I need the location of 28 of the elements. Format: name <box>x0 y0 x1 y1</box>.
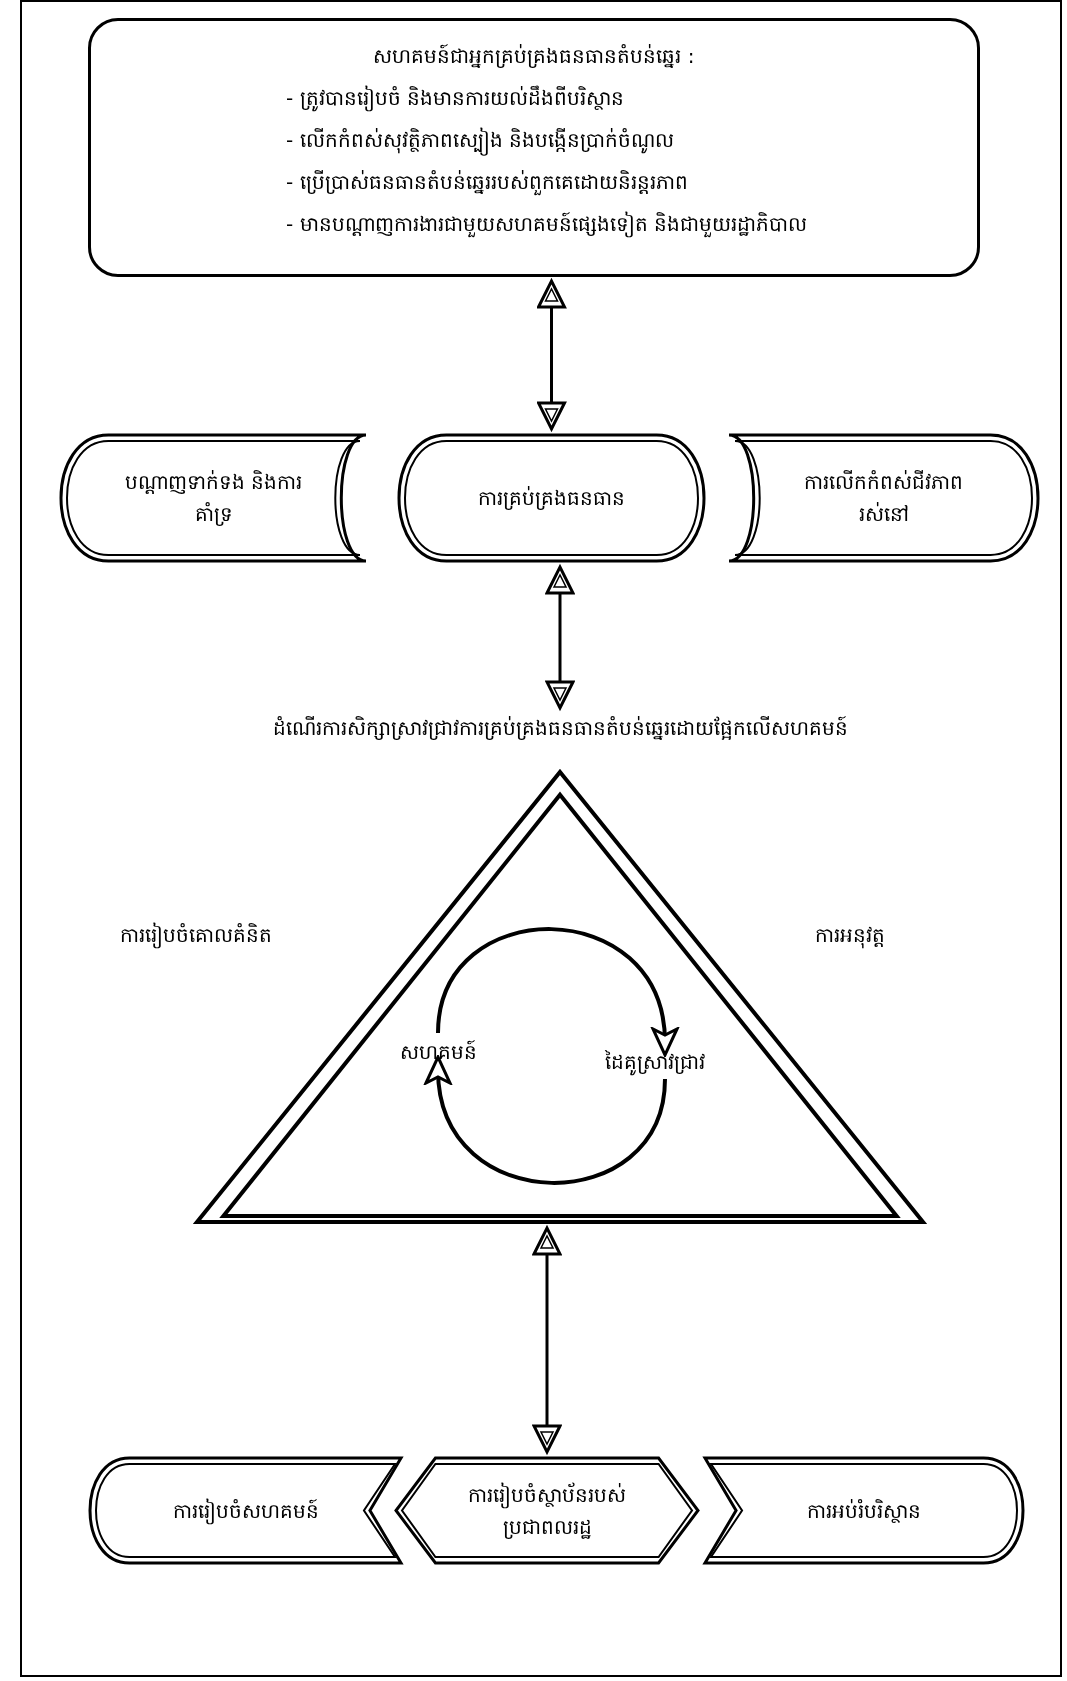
box-heading: សហគមន៍ជាអ្នកគ្រប់គ្រងធនធានតំបន់ឆ្នេរ : <box>373 43 695 70</box>
banner-shape <box>703 1456 1025 1565</box>
banner-shape <box>88 1456 403 1565</box>
banner-shape <box>394 1456 700 1565</box>
node-label: បណ្តាញទាក់ទង និងការគាំទ្រ <box>123 469 304 528</box>
node-label: សហគមន៍ <box>398 1039 478 1066</box>
side-label: ការរៀបចំគោលគំនិត <box>120 922 272 951</box>
bullet-item: - មានបណ្តាញការងារជាមួយសហគមន៍ផ្សេងទៀត និងជាមួយរដ្ឋាភិបាល <box>286 210 807 240</box>
node-label: ការអប់រំបរិស្ថាន <box>807 1497 921 1525</box>
node-label: ការរៀបចំសហគមន៍ <box>172 1497 319 1527</box>
bullet-item: - ត្រូវបានរៀបចំ និងមានការយល់ដឹងពីបរិស្ថាន <box>286 84 624 114</box>
diagram-heading: ដំណើរការសិក្សាស្រាវជ្រាវការគ្រប់គ្រងធនធានតំបន់ឆ្នេរដោយផ្អែកលើសហគមន៍ <box>271 715 849 742</box>
node-label: ការលើកកំពស់ជីវភាពរស់នៅ <box>803 469 964 528</box>
curved-arrow <box>436 927 677 1057</box>
side-label: ការអនុវត្ត <box>815 922 885 951</box>
bullet-item: - ប្រើប្រាស់ធនធានតំបន់ឆ្នេររបស់ពួកគេដោយនិរន្តរភាព <box>286 169 688 198</box>
curved-arrow <box>426 1055 667 1185</box>
node-label: ការរៀបចំស្ថាប័នរបស់ប្រជាពលរដ្ឋ <box>467 1481 627 1541</box>
double-arrow <box>537 279 566 431</box>
node-label: ដៃគូស្រាវជ្រាវ <box>604 1049 706 1078</box>
banner-shape <box>397 433 706 563</box>
double-arrow <box>545 565 575 710</box>
banner-shape <box>727 433 1040 563</box>
rounded-text-box <box>88 18 980 277</box>
double-arrow <box>532 1226 562 1454</box>
bullet-item: - លើកកំពស់សុវត្ថិភាពស្បៀង និងបង្កើនប្រាក់ចំណូល <box>286 124 674 156</box>
banner-shape <box>59 433 368 563</box>
node-label: ការគ្រប់គ្រងធនធាន <box>478 485 625 512</box>
